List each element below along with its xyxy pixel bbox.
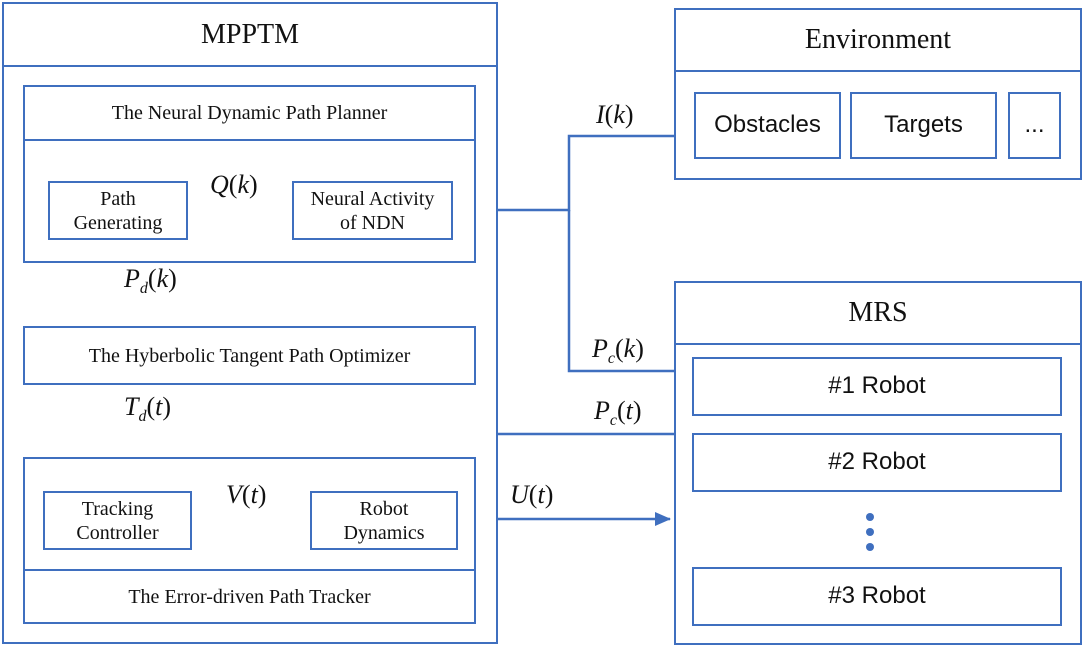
- path-generating-block: Path Generating: [48, 181, 188, 240]
- td-signal-label: Td(t): [124, 392, 172, 425]
- obstacles-block: Obstacles: [694, 92, 841, 159]
- robot-dynamics-block: Robot Dynamics: [310, 491, 458, 550]
- path-planner-title: The Neural Dynamic Path Planner: [23, 85, 476, 141]
- pc-k-signal-line: [567, 210, 674, 373]
- robot-3-block: #3 Robot: [692, 567, 1062, 626]
- targets-block: Targets: [850, 92, 997, 159]
- mrs-title: MRS: [674, 281, 1082, 345]
- ellipsis-dot: [866, 513, 874, 521]
- ellipsis-dot: [866, 528, 874, 536]
- i-signal-line: [457, 134, 674, 217]
- q-signal-label: Q(k): [210, 170, 258, 199]
- pc-t-signal-label: Pc(t): [594, 396, 642, 429]
- i-signal-label: I(k): [596, 100, 634, 129]
- pc-k-signal-label: Pc(k): [592, 334, 644, 367]
- environment-title: Environment: [674, 8, 1082, 72]
- u-signal-label: U(t): [510, 480, 554, 509]
- pd-signal-label: Pd(k): [124, 264, 177, 297]
- v-signal-label: V(t): [226, 480, 267, 509]
- more-items-block: ...: [1008, 92, 1061, 159]
- path-tracker-title: The Error-driven Path Tracker: [23, 569, 476, 624]
- robot-2-block: #2 Robot: [692, 433, 1062, 492]
- robot-1-block: #1 Robot: [692, 357, 1062, 416]
- neural-activity-block: Neural Activity of NDN: [292, 181, 453, 240]
- tracking-controller-block: Tracking Controller: [43, 491, 192, 550]
- mpptm-title: MPPTM: [2, 2, 498, 67]
- ellipsis-dot: [866, 543, 874, 551]
- path-optimizer-block: The Hyberbolic Tangent Path Optimizer: [23, 326, 476, 385]
